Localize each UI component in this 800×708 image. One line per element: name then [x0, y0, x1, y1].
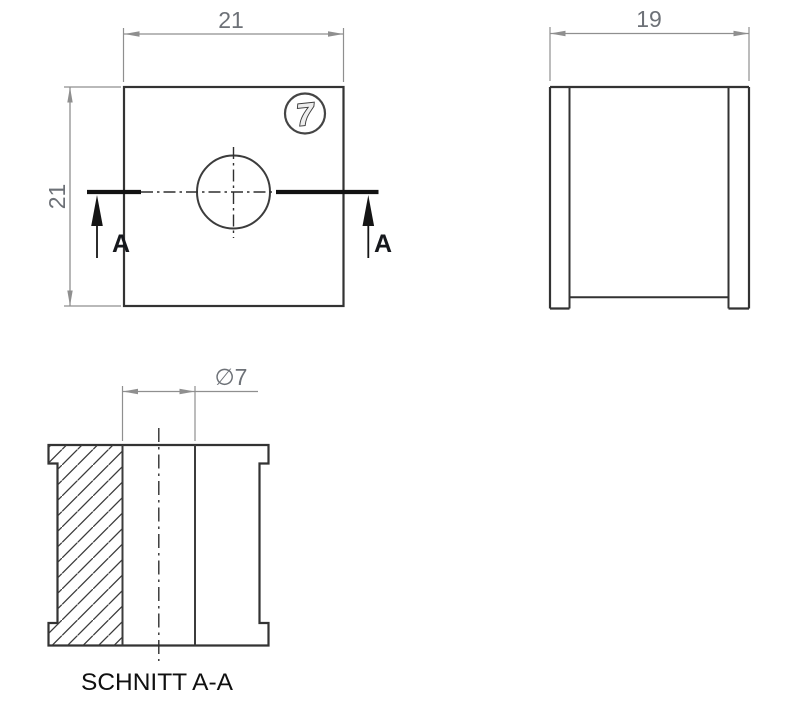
arrowhead-up-icon — [67, 87, 73, 103]
dimension-diameter: ∅7 — [121, 364, 258, 441]
front-view: 21 21 7 A — [44, 7, 392, 308]
section-cut-line: A A — [87, 189, 392, 258]
arrowhead-left-icon — [550, 30, 566, 37]
arrowhead-right-icon — [733, 30, 749, 37]
dimension-value: 21 — [44, 184, 70, 210]
dimension-width-side: 19 — [549, 6, 750, 81]
section-label-right: A — [374, 230, 392, 258]
balloon-callout: 7 — [283, 92, 327, 135]
side-view: 19 — [548, 6, 751, 310]
dimension-height-front: 21 — [44, 86, 121, 307]
arrowhead-right-icon — [179, 388, 195, 395]
dimension-value: 19 — [636, 6, 662, 32]
arrowhead-right-icon — [328, 31, 344, 37]
section-arrow-right-icon — [362, 195, 375, 226]
dimension-value: ∅7 — [215, 364, 248, 390]
section-arrow-left-icon — [91, 195, 103, 226]
arrowhead-left-icon — [124, 31, 140, 37]
arrowhead-down-icon — [67, 290, 73, 306]
hatch-area — [48, 445, 124, 646]
section-label-left: A — [112, 230, 130, 258]
dimension-width-front: 21 — [122, 7, 345, 82]
section-view: ∅7 SCHNITT A-A — [47, 364, 270, 696]
part-outline-side — [548, 85, 751, 310]
dimension-value: 21 — [218, 7, 244, 33]
balloon-circle — [283, 92, 327, 135]
section-caption: SCHNITT A-A — [81, 669, 234, 696]
arrowhead-left-icon — [122, 388, 138, 395]
